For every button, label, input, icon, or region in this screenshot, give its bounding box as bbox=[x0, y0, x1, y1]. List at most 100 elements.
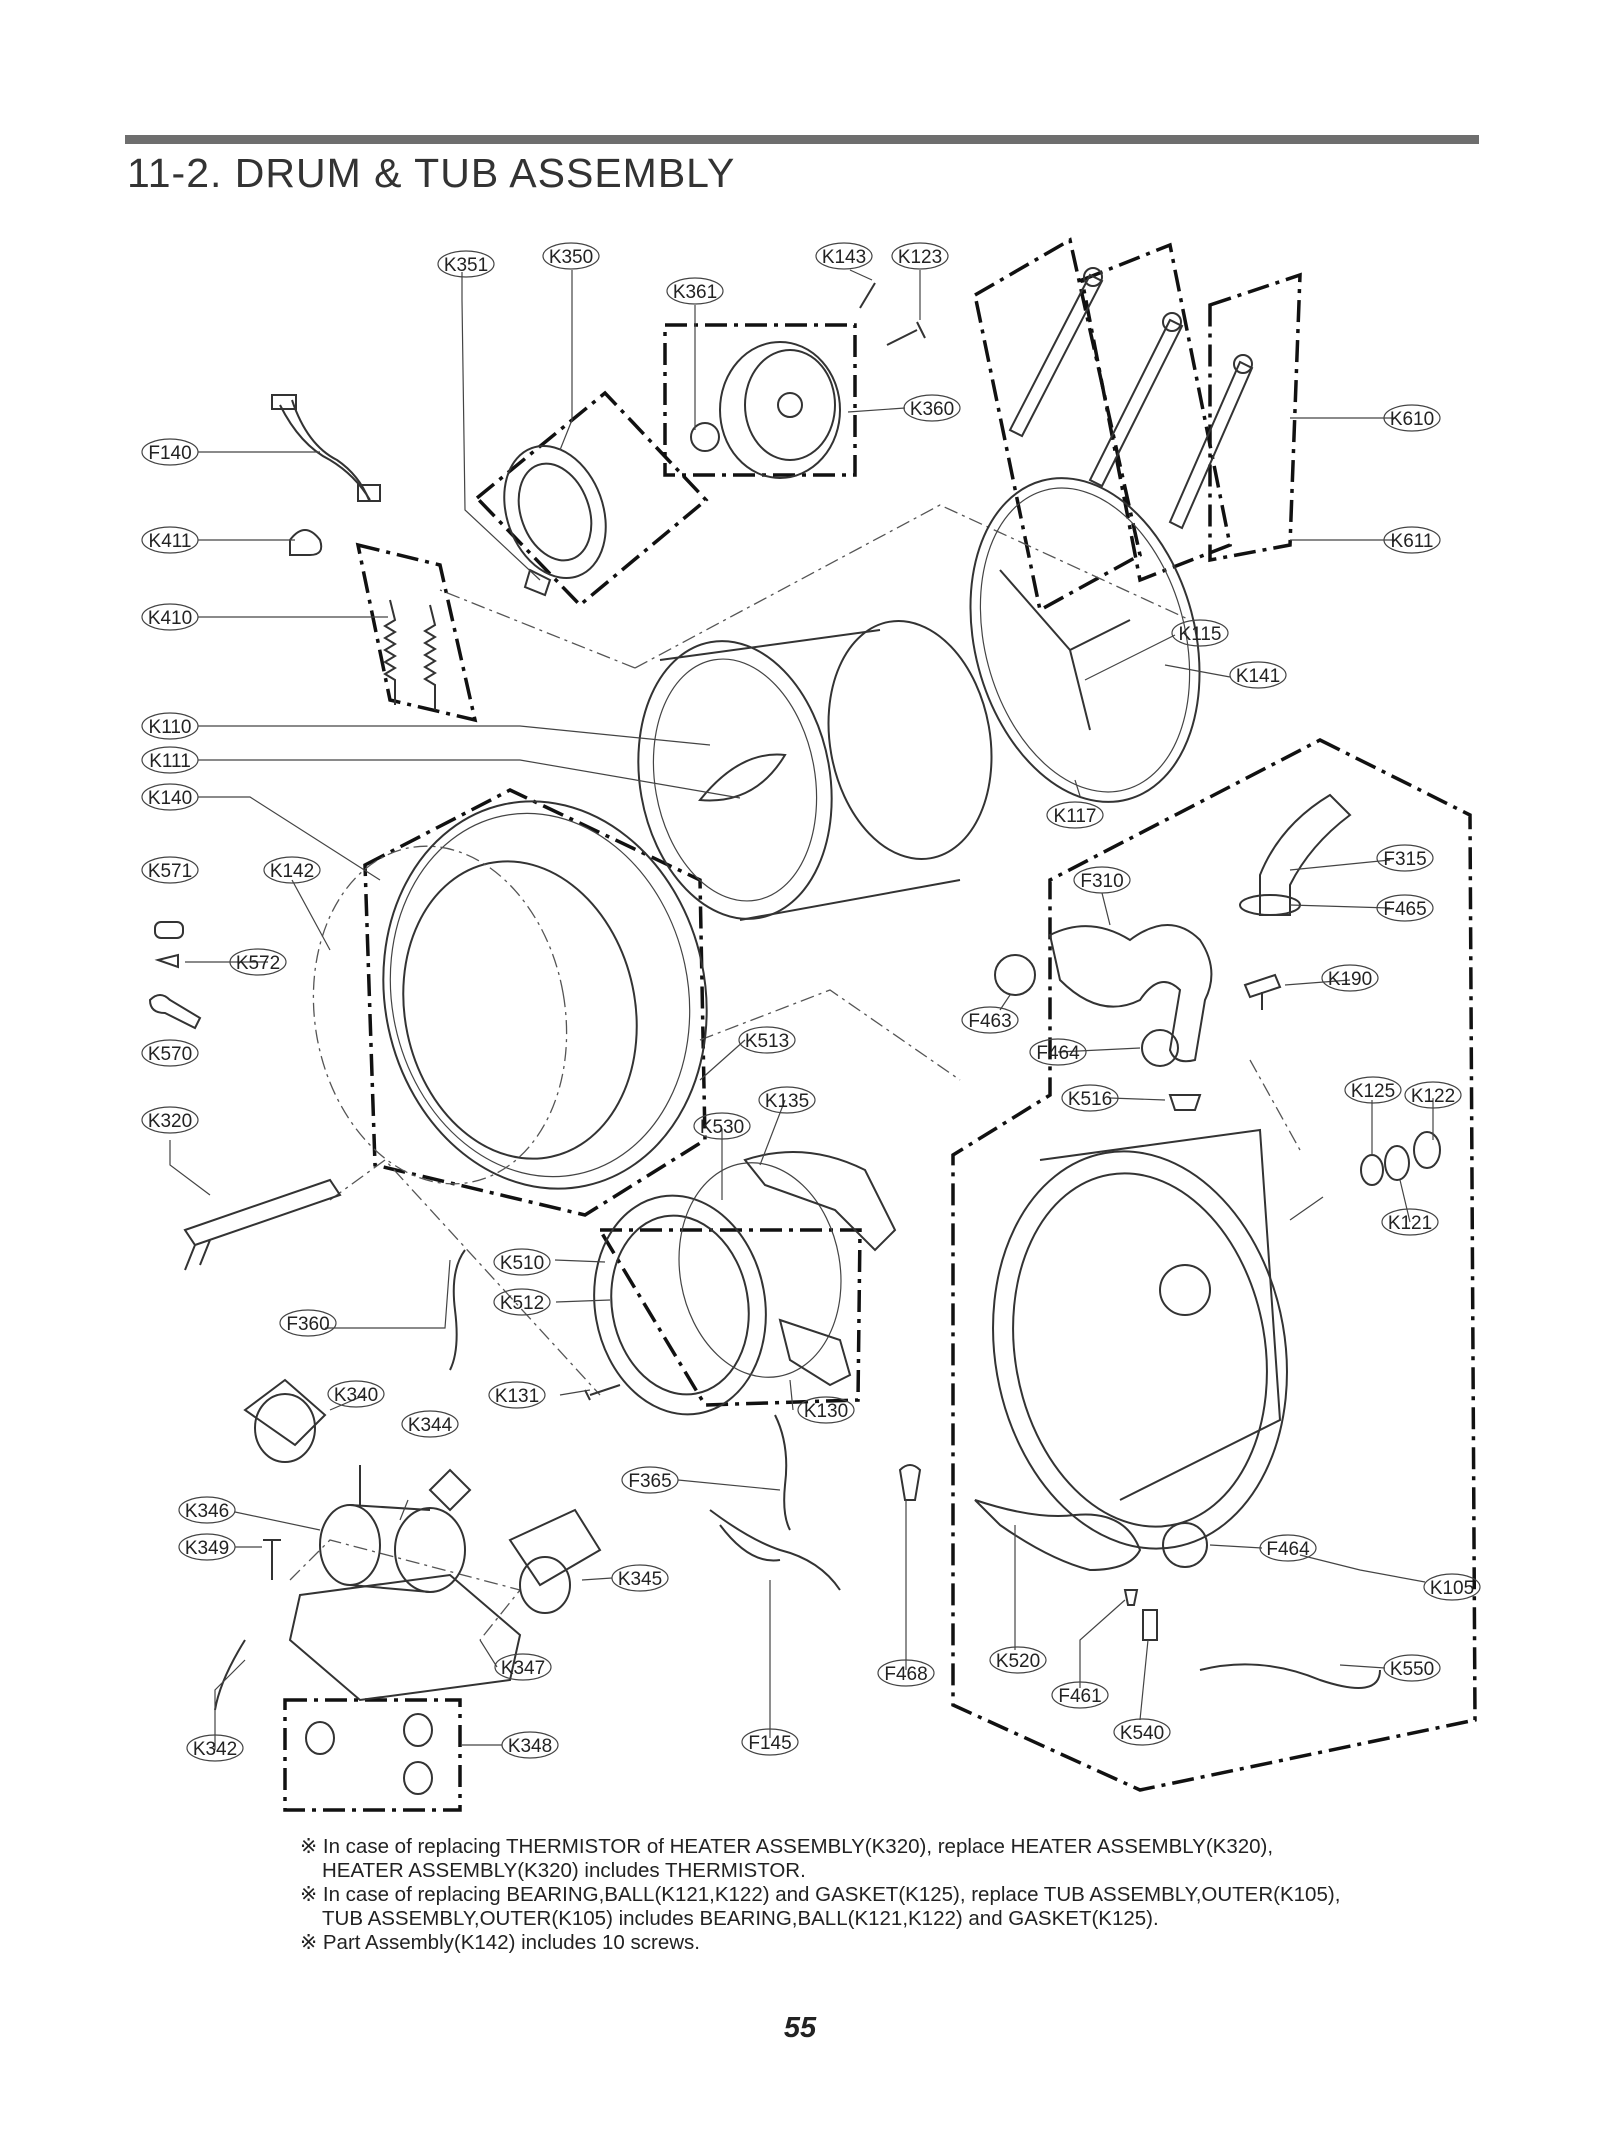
label-k513: K513 bbox=[738, 1026, 796, 1054]
svg-text:F145: F145 bbox=[748, 1733, 791, 1754]
label-f464b: F464 bbox=[1259, 1534, 1317, 1562]
label-k360: K360 bbox=[903, 394, 961, 422]
svg-text:K550: K550 bbox=[1390, 1659, 1434, 1680]
gasket-k530 bbox=[678, 1162, 842, 1378]
group-outlines bbox=[283, 237, 1477, 1812]
label-k340: K340 bbox=[327, 1380, 385, 1408]
part-drawings bbox=[148, 267, 1441, 1795]
label-k350: K350 bbox=[542, 242, 600, 270]
label-k351: K351 bbox=[437, 250, 495, 278]
hose-f365 bbox=[774, 1414, 791, 1531]
label-k125: K125 bbox=[1344, 1076, 1402, 1104]
svg-text:F468: F468 bbox=[884, 1664, 927, 1685]
svg-text:K122: K122 bbox=[1411, 1086, 1455, 1107]
filter-k345 bbox=[508, 1508, 602, 1614]
hose-f360 bbox=[449, 1249, 466, 1371]
svg-text:K361: K361 bbox=[673, 282, 717, 303]
svg-text:F315: F315 bbox=[1383, 849, 1426, 870]
screw-k349 bbox=[263, 1539, 281, 1580]
label-f360: F360 bbox=[279, 1309, 337, 1337]
svg-text:K110: K110 bbox=[149, 717, 192, 738]
svg-text:F310: F310 bbox=[1080, 871, 1123, 892]
label-k347: K347 bbox=[494, 1653, 552, 1681]
label-k572: K572 bbox=[229, 948, 287, 976]
label-k540: K540 bbox=[1113, 1718, 1171, 1746]
springs-k410 bbox=[383, 599, 437, 710]
svg-text:K347: K347 bbox=[501, 1658, 545, 1679]
label-k510: K510 bbox=[493, 1248, 551, 1276]
svg-text:K135: K135 bbox=[765, 1091, 809, 1112]
svg-text:K141: K141 bbox=[1236, 666, 1280, 687]
svg-text:F365: F365 bbox=[628, 1471, 671, 1492]
svg-text:K130: K130 bbox=[804, 1401, 848, 1422]
svg-text:K349: K349 bbox=[185, 1538, 229, 1559]
drum-k110 bbox=[637, 620, 993, 921]
label-k411: K411 bbox=[141, 526, 199, 554]
pump-body-k344 bbox=[319, 1465, 472, 1593]
dampers-k610 bbox=[1008, 267, 1254, 530]
svg-text:F463: F463 bbox=[968, 1011, 1011, 1032]
label-k516: K516 bbox=[1061, 1084, 1119, 1112]
svg-text:F465: F465 bbox=[1383, 899, 1426, 920]
part-k540 bbox=[1142, 1609, 1158, 1641]
part-k570 bbox=[148, 994, 202, 1030]
label-f464a: F464 bbox=[1029, 1038, 1087, 1066]
part-k516 bbox=[1168, 1094, 1202, 1111]
svg-text:K115: K115 bbox=[1179, 624, 1222, 645]
svg-text:K530: K530 bbox=[700, 1117, 744, 1138]
base-plate-k347 bbox=[288, 1573, 522, 1702]
svg-text:K540: K540 bbox=[1120, 1723, 1164, 1744]
label-k115: K115 bbox=[1171, 619, 1229, 647]
hub-k361 bbox=[690, 422, 720, 452]
part-k572 bbox=[154, 953, 179, 969]
svg-text:K611: K611 bbox=[1391, 531, 1434, 552]
svg-text:K125: K125 bbox=[1351, 1081, 1395, 1102]
stator-k360 bbox=[719, 341, 841, 479]
svg-text:K142: K142 bbox=[270, 861, 314, 882]
wire-k550 bbox=[1199, 1663, 1381, 1689]
front-tub-k140 bbox=[382, 800, 708, 1190]
svg-text:F140: F140 bbox=[148, 443, 191, 464]
part-f468 bbox=[898, 1464, 922, 1501]
label-k123: K123 bbox=[891, 242, 949, 270]
label-k346: K346 bbox=[178, 1496, 236, 1524]
note-1: ※ In case of replacing THERMISTOR of HEA… bbox=[300, 1835, 1274, 1858]
note-3: ※ Part Assembly(K142) includes 10 screws… bbox=[300, 1931, 701, 1954]
svg-text:K190: K190 bbox=[1328, 969, 1372, 990]
svg-text:K512: K512 bbox=[500, 1293, 544, 1314]
part-k571 bbox=[154, 921, 184, 939]
label-f468: F468 bbox=[877, 1659, 935, 1687]
pump-k340 bbox=[243, 1378, 327, 1463]
label-k550: K550 bbox=[1383, 1654, 1441, 1682]
svg-text:K342: K342 bbox=[193, 1739, 237, 1760]
label-k122: K122 bbox=[1404, 1081, 1462, 1109]
label-k135: K135 bbox=[758, 1086, 816, 1114]
bracket-k135 bbox=[743, 1151, 897, 1252]
label-k512: K512 bbox=[493, 1288, 551, 1316]
clamp-f464b bbox=[1162, 1522, 1208, 1568]
label-k190: K190 bbox=[1321, 964, 1379, 992]
flange-k510 bbox=[593, 1194, 767, 1416]
footnotes: ※ In case of replacing THERMISTOR of HEA… bbox=[300, 1835, 1450, 1955]
label-f465: F465 bbox=[1376, 894, 1434, 922]
svg-text:K513: K513 bbox=[745, 1031, 789, 1052]
label-k348: K348 bbox=[501, 1731, 559, 1759]
svg-text:K140: K140 bbox=[148, 788, 192, 809]
hose-k520 bbox=[974, 1499, 1142, 1572]
label-f315: F315 bbox=[1376, 844, 1434, 872]
svg-text:K516: K516 bbox=[1068, 1089, 1112, 1110]
note-2-cont: TUB ASSEMBLY,OUTER(K105) includes BEARIN… bbox=[322, 1907, 1159, 1930]
svg-text:K350: K350 bbox=[549, 247, 593, 268]
label-k349: K349 bbox=[178, 1533, 236, 1561]
svg-text:K571: K571 bbox=[148, 861, 192, 882]
wire-harness-f140 bbox=[271, 394, 381, 502]
label-k410: K410 bbox=[141, 603, 199, 631]
hose-f315 bbox=[1259, 793, 1352, 916]
label-k520: K520 bbox=[989, 1646, 1047, 1674]
title-rule bbox=[125, 135, 1479, 144]
svg-text:K143: K143 bbox=[822, 247, 866, 268]
feet-k348 bbox=[305, 1713, 433, 1795]
label-k610: K610 bbox=[1383, 404, 1441, 432]
label-k140: K140 bbox=[141, 783, 199, 811]
